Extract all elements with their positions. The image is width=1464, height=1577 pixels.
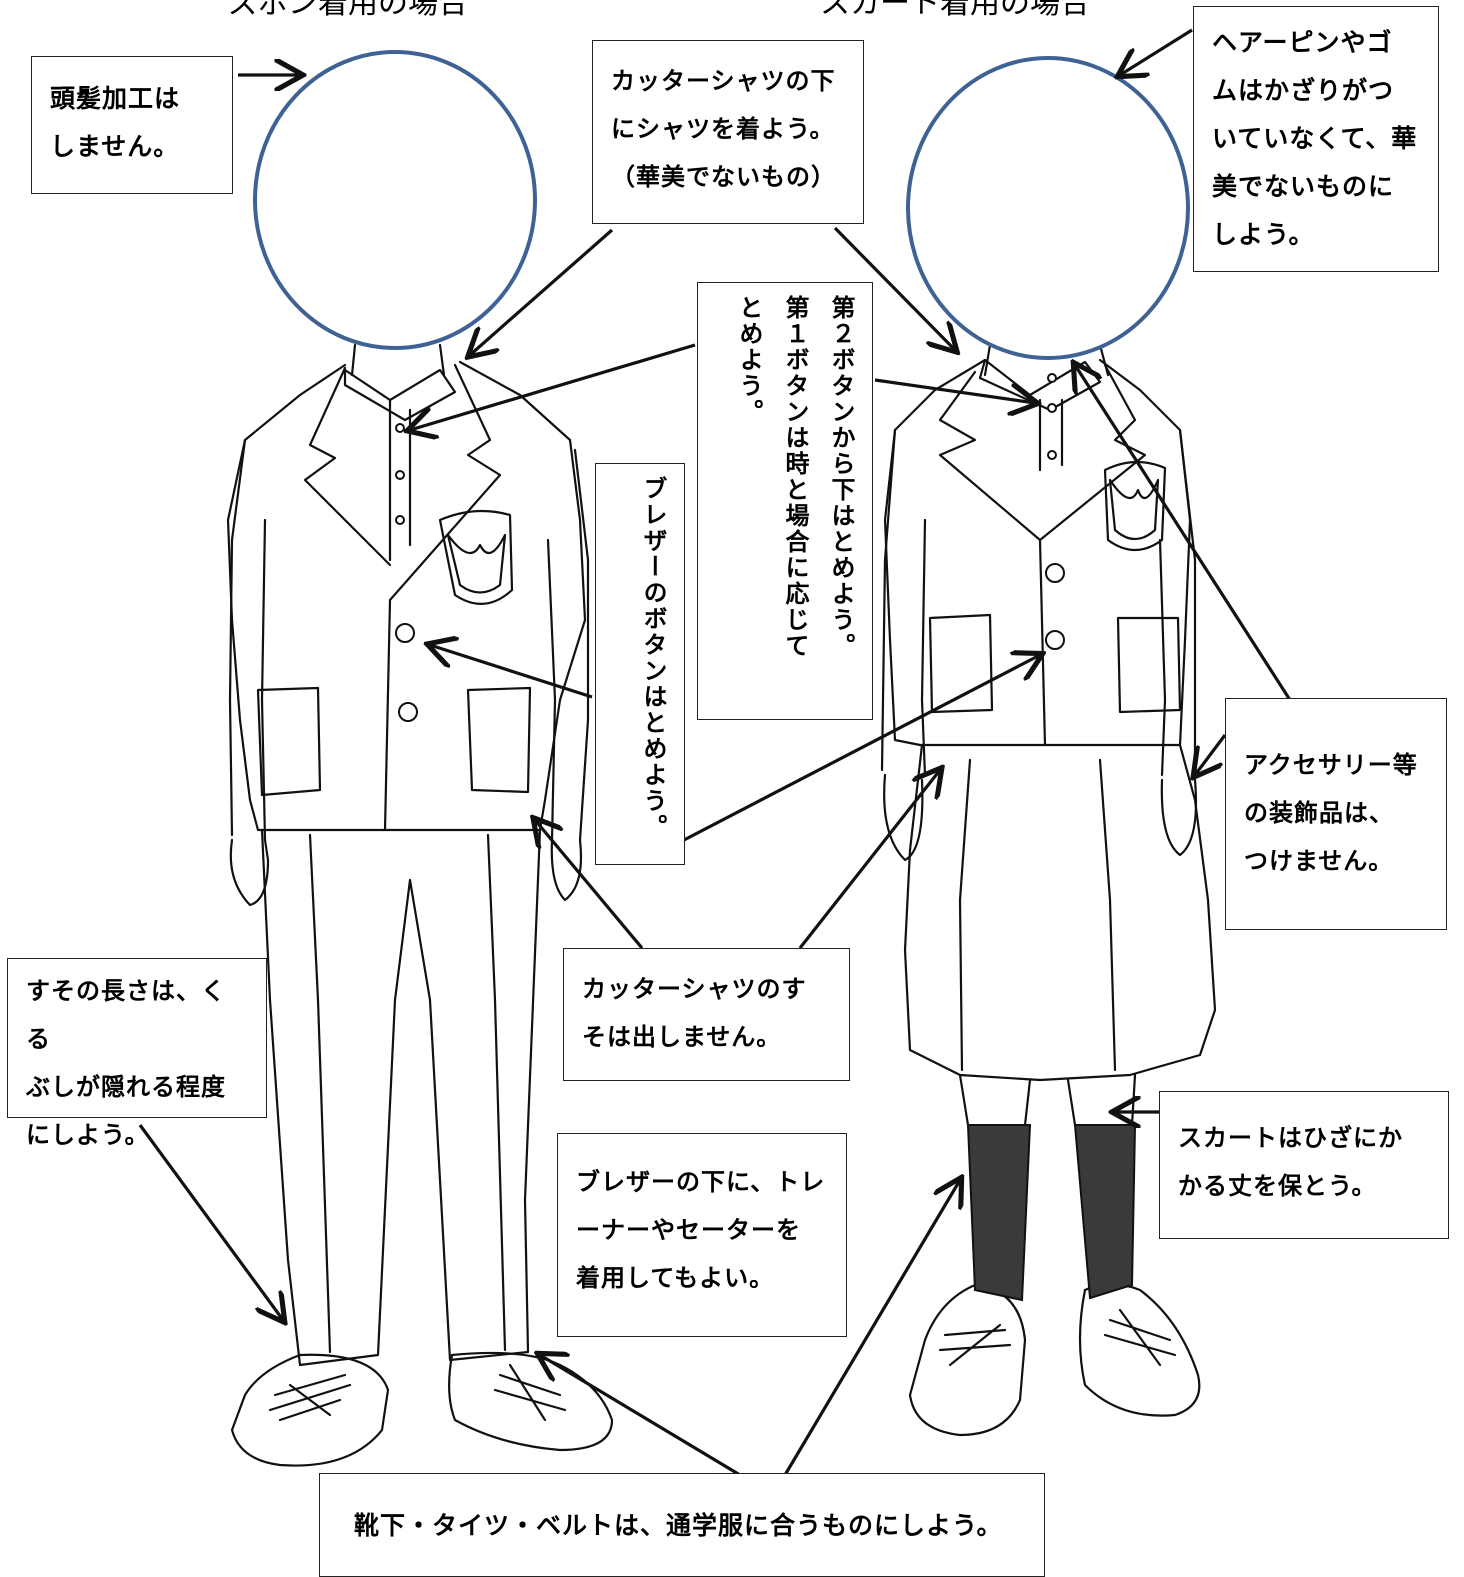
heading-trousers: ズボン着用の場合 — [228, 0, 468, 21]
arrow-undershirt-left — [470, 228, 614, 355]
arrow-accessory-2 — [1195, 734, 1227, 775]
arrow-trouser-length — [138, 1124, 283, 1320]
right-blazer-button-1 — [1045, 563, 1065, 583]
figure-skirt — [880, 343, 1217, 1437]
left-blazer-button-2 — [398, 702, 418, 722]
note-hair-processing: 頭髪加工は しません。 — [31, 56, 233, 194]
left-blazer — [226, 360, 587, 832]
note-blazer-buttons: ブレザーのボタンはとめよう。 — [595, 463, 685, 865]
arrow-undershirt-right — [833, 226, 955, 350]
note-undershirt: カッターシャツの下 にシャツを着よう。 （華美でないもの） — [592, 40, 864, 224]
arrow-button-right — [874, 378, 1035, 403]
arrow-accessory-1 — [1075, 365, 1292, 701]
right-shoe-2 — [1078, 1282, 1201, 1417]
right-shoe-1 — [908, 1283, 1027, 1437]
left-shoe-1 — [230, 1353, 390, 1467]
right-blazer-button-2 — [1045, 630, 1065, 650]
left-trousers — [260, 828, 542, 1367]
note-under-blazer: ブレザーの下に、トレ ーナーやセーターを 着用してもよい。 — [557, 1133, 847, 1337]
left-blazer-button-1 — [395, 623, 415, 643]
note-hairpin: ヘアーピンやゴ ムはかざりがつ いていなくて、華 美でないものに しよう。 — [1193, 6, 1439, 272]
face-circle-left — [253, 50, 537, 350]
arrow-socks-2 — [783, 1180, 960, 1476]
face-circle-right — [906, 56, 1190, 360]
figure-trousers — [226, 343, 614, 1467]
heading-skirt: スカート着用の場合 — [820, 0, 1090, 21]
left-shoe-2 — [448, 1351, 614, 1452]
right-skirt — [903, 743, 1217, 1082]
note-accessories: アクセサリー等 の装飾品は、 つけません。 — [1225, 698, 1447, 930]
left-shirt-collar — [343, 368, 457, 422]
left-shirt-button-1 — [395, 423, 405, 433]
arrow-button-left — [410, 343, 696, 430]
note-socks-belt: 靴下・タイツ・ベルトは、通学服に合うものにしよう。 — [319, 1473, 1045, 1577]
note-trouser-length: すその長さは、くる ぶしが隠れる程度 にしよう。 — [7, 958, 267, 1149]
arrow-hem-left — [535, 820, 644, 950]
note-skirt-length: スカートはひざにか かる丈を保とう。 — [1159, 1091, 1449, 1239]
arrow-blazer-right — [683, 655, 1040, 842]
arrow-hem-right — [798, 770, 940, 949]
note-shirt-buttons: 第２ボタンから下はとめよう。 第１ボタンは時と場合に応じて とめよう。 — [697, 282, 873, 720]
arrow-socks-1 — [540, 1355, 741, 1477]
socks — [966, 1124, 1137, 1302]
arrow-hairpin — [1120, 28, 1193, 75]
note-shirt-hem: カッターシャツのす そは出しません。 — [563, 948, 850, 1081]
arrow-blazer-left — [430, 645, 593, 699]
